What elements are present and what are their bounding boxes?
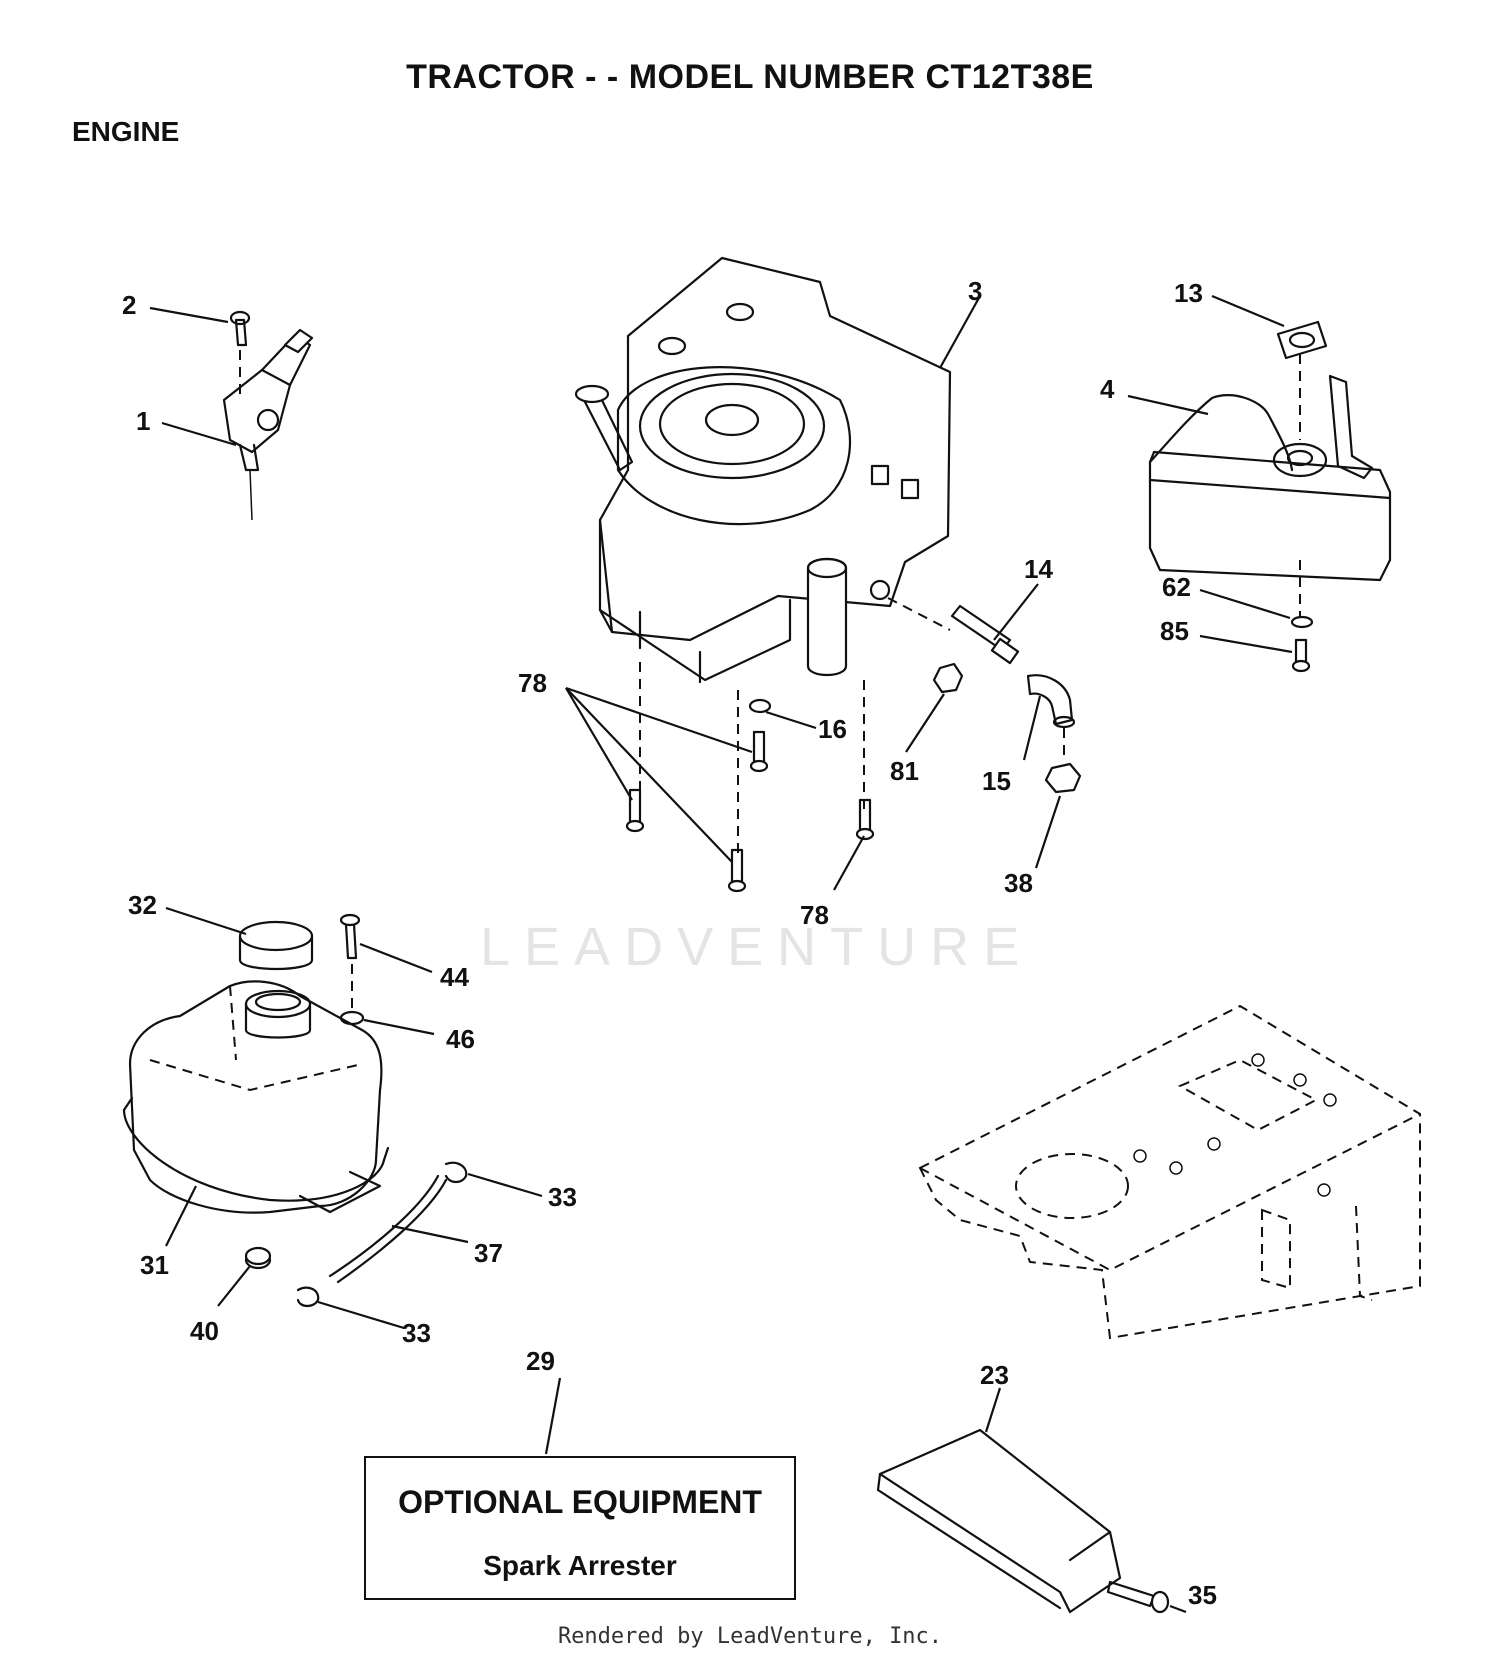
nut-38-part (1044, 762, 1082, 794)
clamp-33-lower-part (296, 1286, 320, 1308)
callout-32: 32 (128, 890, 157, 920)
muffler-part (1148, 354, 1392, 618)
callout-35: 35 (1188, 1580, 1217, 1610)
watermark: LEADVENTURE (480, 917, 1034, 977)
callout-14: 14 (1024, 554, 1053, 584)
gasket-13-part (1276, 320, 1328, 360)
fuel-cap-32-part (238, 920, 314, 971)
heat-shield-part (876, 1428, 1122, 1614)
callout-38: 38 (1004, 868, 1033, 898)
fuel-tank-part (122, 980, 390, 1214)
nut-81-part (932, 662, 964, 694)
engine-bolt-78-right (855, 798, 875, 841)
callout-78-lower: 78 (800, 900, 829, 930)
engine-bolt-78-lower (727, 848, 747, 893)
engine-bolt-78-left (625, 788, 645, 833)
grommet-40-part (244, 1246, 272, 1270)
throttle-control-part (222, 310, 314, 521)
render-credit: Rendered by LeadVenture, Inc. (557, 1624, 943, 1649)
callout-1: 1 (136, 406, 150, 436)
section-heading: ENGINE (72, 116, 180, 147)
callout-16: 16 (818, 714, 847, 744)
callout-37: 37 (474, 1238, 503, 1268)
callout-labels: 2 1 3 13 4 14 62 85 78 16 81 15 38 78 32… (122, 276, 1217, 1610)
optional-equipment-box: OPTIONAL EQUIPMENT Spark Arrester (364, 1456, 796, 1600)
screw-35-part (1106, 1580, 1170, 1614)
fitting-14-part (950, 604, 1020, 665)
engine-part (574, 256, 952, 860)
engine-bolt-78-center (749, 730, 769, 773)
callout-29: 29 (526, 1346, 555, 1376)
callout-23: 23 (980, 1360, 1009, 1390)
callout-78-upper: 78 (518, 668, 547, 698)
callout-46: 46 (446, 1024, 475, 1054)
callout-2: 2 (122, 290, 136, 320)
washer-62-part (1290, 615, 1314, 629)
frame-reference-dashed (918, 1004, 1421, 1340)
clamp-33-upper-part (444, 1161, 468, 1184)
engine-bolt-16 (748, 698, 772, 714)
optional-equipment-item: Spark Arrester (483, 1550, 677, 1581)
callout-81: 81 (890, 756, 919, 786)
callout-33-upper: 33 (548, 1182, 577, 1212)
optional-equipment-heading: OPTIONAL EQUIPMENT (398, 1484, 762, 1520)
leader-lines (149, 294, 1293, 1614)
diagram-title: TRACTOR - - MODEL NUMBER CT12T38E (406, 58, 1094, 96)
bolt-85-part (1291, 638, 1311, 673)
callout-40: 40 (190, 1316, 219, 1346)
callout-85: 85 (1160, 616, 1189, 646)
elbow-15-part (1026, 674, 1076, 762)
screw-44-part (339, 913, 361, 1010)
callout-44: 44 (440, 962, 469, 992)
washer-46-part (339, 1010, 365, 1026)
fuel-line-37-part (328, 1174, 448, 1284)
callout-4: 4 (1100, 374, 1115, 404)
callout-3: 3 (968, 276, 982, 306)
callout-31: 31 (140, 1250, 169, 1280)
callout-15: 15 (982, 766, 1011, 796)
callout-13: 13 (1174, 278, 1203, 308)
callout-33-lower: 33 (402, 1318, 431, 1348)
callout-62: 62 (1162, 572, 1191, 602)
